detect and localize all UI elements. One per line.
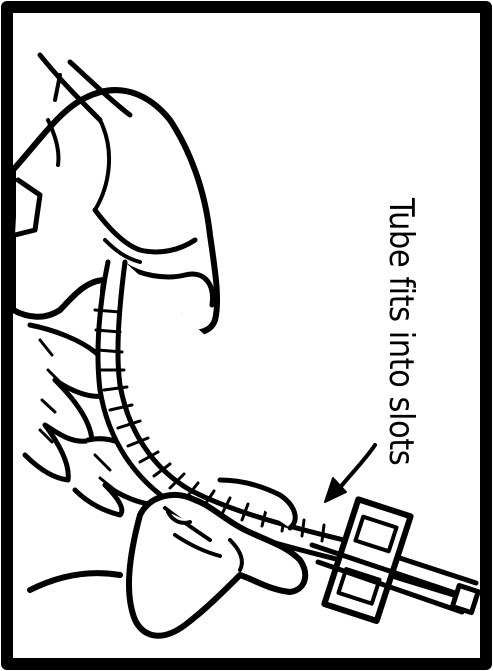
callout-label: Tube fits into slots (384, 198, 418, 465)
